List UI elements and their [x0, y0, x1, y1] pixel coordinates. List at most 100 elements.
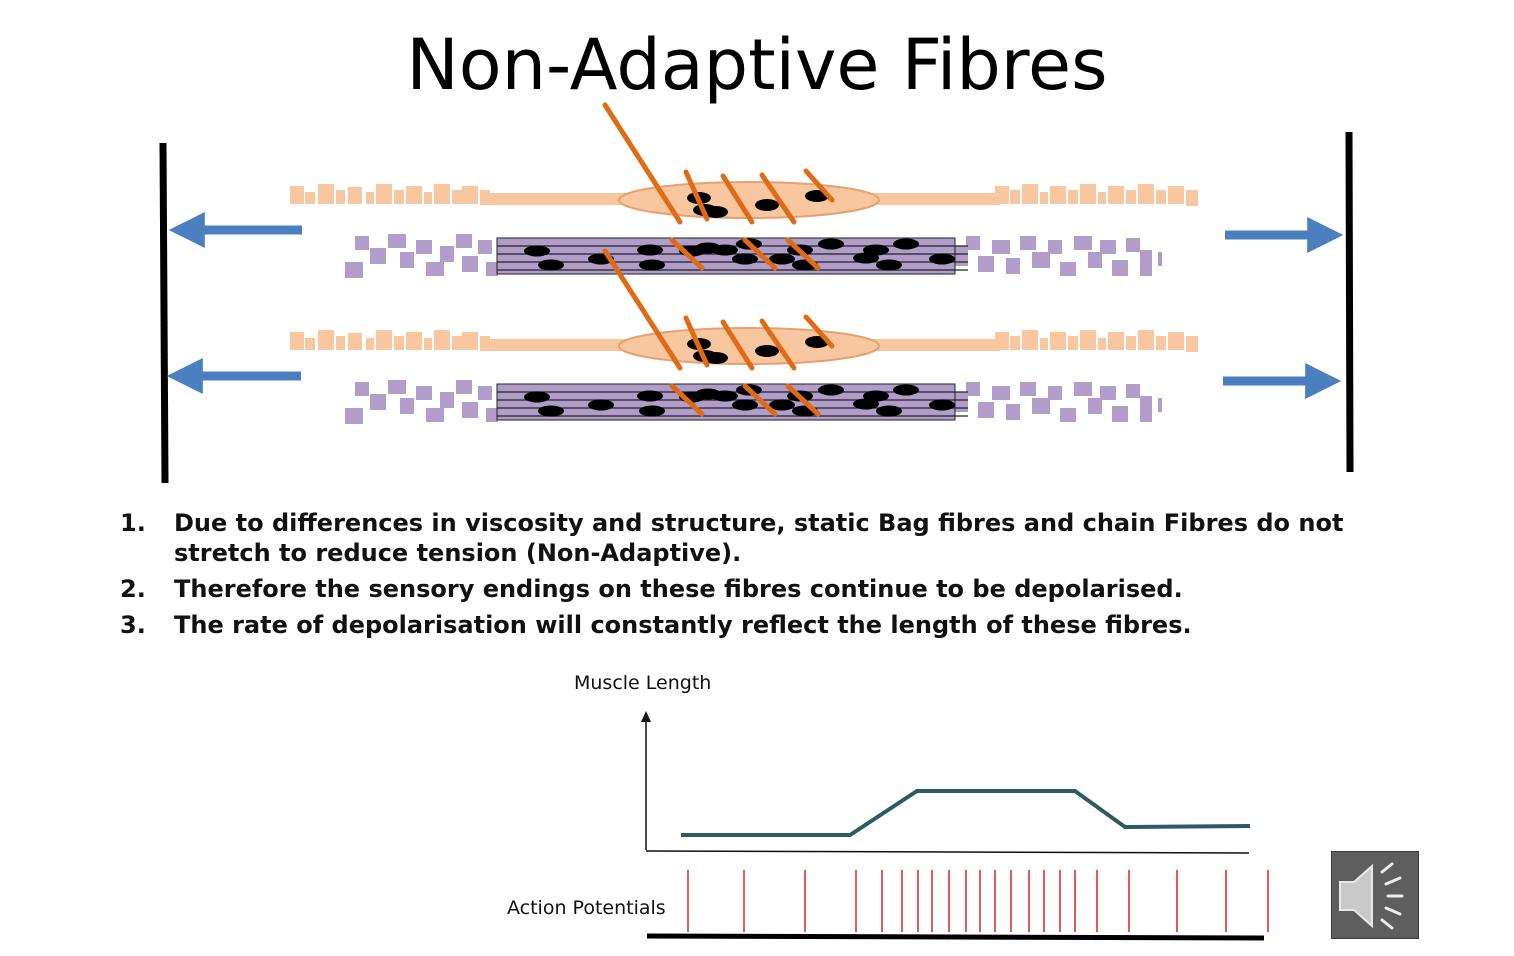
sensory-ending [669, 383, 705, 417]
sensory-ending [669, 237, 705, 271]
list-text: Due to differences in viscosity and stru… [174, 509, 1344, 567]
spindle-diagram [159, 102, 1354, 484]
bag-fibre-end-block [434, 330, 450, 350]
chain-fibre-end-block [486, 262, 498, 276]
muscle-length-line [681, 789, 1251, 837]
chain-fibre-end-block [462, 256, 478, 272]
action-potentials-label: Action Potentials [507, 897, 666, 919]
chain-fibre-end-block [478, 240, 492, 254]
nucleus [863, 390, 889, 402]
bag-fibre-end-block [462, 186, 478, 204]
slide-title: Non-Adaptive Fibres [406, 24, 1108, 106]
list-text: The rate of depolarisation will constant… [174, 611, 1192, 639]
bag-fibre-end-block [376, 330, 392, 350]
chain-fibre-end-block [1032, 398, 1050, 414]
chain-fibre-end-block [1140, 396, 1152, 422]
chain-fibre-end-block [345, 262, 363, 278]
nucleus [929, 253, 955, 265]
nucleus [712, 244, 738, 256]
chain-fibre-end-block [355, 236, 369, 250]
spindle-fibre-unit [290, 248, 1198, 424]
chain-fibre-end-block [978, 256, 994, 272]
chain-fibre-end-block [1060, 262, 1076, 276]
sensory-ending [602, 248, 683, 371]
chain-fibre-end-block [400, 252, 414, 268]
bag-fibre-end-block [1156, 190, 1166, 204]
bag-fibre-end-block [1010, 190, 1020, 204]
chain-fibre-end-block [1088, 252, 1102, 268]
chain-fibre-end-block [400, 398, 414, 414]
sensory-ending [742, 383, 778, 417]
sensory-ending [803, 168, 835, 203]
bag-fibre-end-block [290, 332, 304, 350]
chain-fibre-end-block [966, 382, 980, 396]
chain-fibre-end-block [462, 402, 478, 418]
right-boundary-bar [1345, 131, 1354, 473]
nucleus [755, 345, 779, 357]
chain-fibre-end-block [1020, 236, 1036, 250]
nucleus [769, 399, 795, 411]
chain-fibre-end-block [1006, 404, 1020, 420]
chain-fibre-end-block [355, 382, 369, 396]
nucleus [818, 384, 844, 396]
chain-fibre-end-block [1100, 240, 1116, 254]
chain-fibre-end-block [1006, 258, 1020, 274]
chain-fibre-end-block [456, 234, 472, 248]
bag-fibre-end-block [1168, 186, 1184, 204]
sensory-ending [683, 169, 710, 222]
chain-fibre-end-block [426, 408, 444, 422]
sensory-ending [759, 318, 797, 371]
speaker-icon [1339, 862, 1404, 930]
bag-fibre-end-block [394, 190, 404, 204]
nucleus [524, 391, 550, 403]
sensory-ending [759, 172, 797, 225]
bag-fibre-end-block [452, 336, 462, 350]
sensory-ending [742, 237, 778, 271]
nucleus [893, 384, 919, 396]
bag-fibre-end-block [1080, 184, 1096, 204]
chain-fibre-end-block [416, 240, 432, 254]
list-item: 3. The rate of depolarisation will const… [120, 610, 1410, 640]
chain-fibre-end-block [426, 262, 444, 276]
bag-fibre-end-block [394, 336, 404, 350]
chain-fibre-end-block [1048, 240, 1062, 254]
chain-fibre-end-block [966, 236, 980, 250]
bag-fibre-end-block [1050, 186, 1066, 204]
muscle-length-label: Muscle Length [574, 672, 712, 694]
nucleus [538, 259, 564, 271]
sensory-ending [785, 237, 821, 271]
explanation-list: 1. Due to differences in viscosity and s… [120, 508, 1410, 646]
bag-fibre-end-block [318, 184, 334, 204]
sensory-ending [720, 173, 755, 225]
bag-fibre-end-block [1010, 336, 1020, 350]
audio-button[interactable] [1331, 851, 1419, 939]
nucleus [755, 199, 779, 211]
sensory-ending [720, 319, 755, 371]
bag-fibre-end-block [1126, 336, 1136, 350]
nucleus [524, 245, 550, 257]
bag-fibre-end-block [366, 192, 374, 204]
chain-fibre-end-block [992, 240, 1010, 254]
list-text: Therefore the sensory endings on these f… [174, 575, 1183, 603]
chain-fibre-end-block [1158, 252, 1162, 266]
bag-fibre-end-block [1098, 192, 1106, 204]
bag-fibre-end-block [318, 330, 334, 350]
chain-fibre-end-block [416, 386, 432, 400]
chain-fibre-end-block [440, 246, 454, 262]
chain-fibre-end-block [1032, 252, 1050, 268]
bag-fibre-end-block [1126, 190, 1136, 204]
chain-fibre-end-block [1048, 386, 1062, 400]
chain-fibre-end-block [1140, 250, 1152, 276]
bag-fibre-end-block [290, 186, 304, 204]
bag-fibre-end-block [1068, 336, 1078, 350]
bag-fibre-end-block [1050, 332, 1066, 350]
sensory-ending [683, 315, 710, 368]
list-item: 1. Due to differences in viscosity and s… [120, 508, 1410, 568]
chain-fibre-end-block [1060, 408, 1076, 422]
chain-fibre-end-block [1158, 398, 1162, 412]
nucleus [876, 259, 902, 271]
bag-fibre-end-block [424, 192, 432, 204]
nucleus [538, 405, 564, 417]
bag-fibre-end-block [406, 186, 422, 204]
